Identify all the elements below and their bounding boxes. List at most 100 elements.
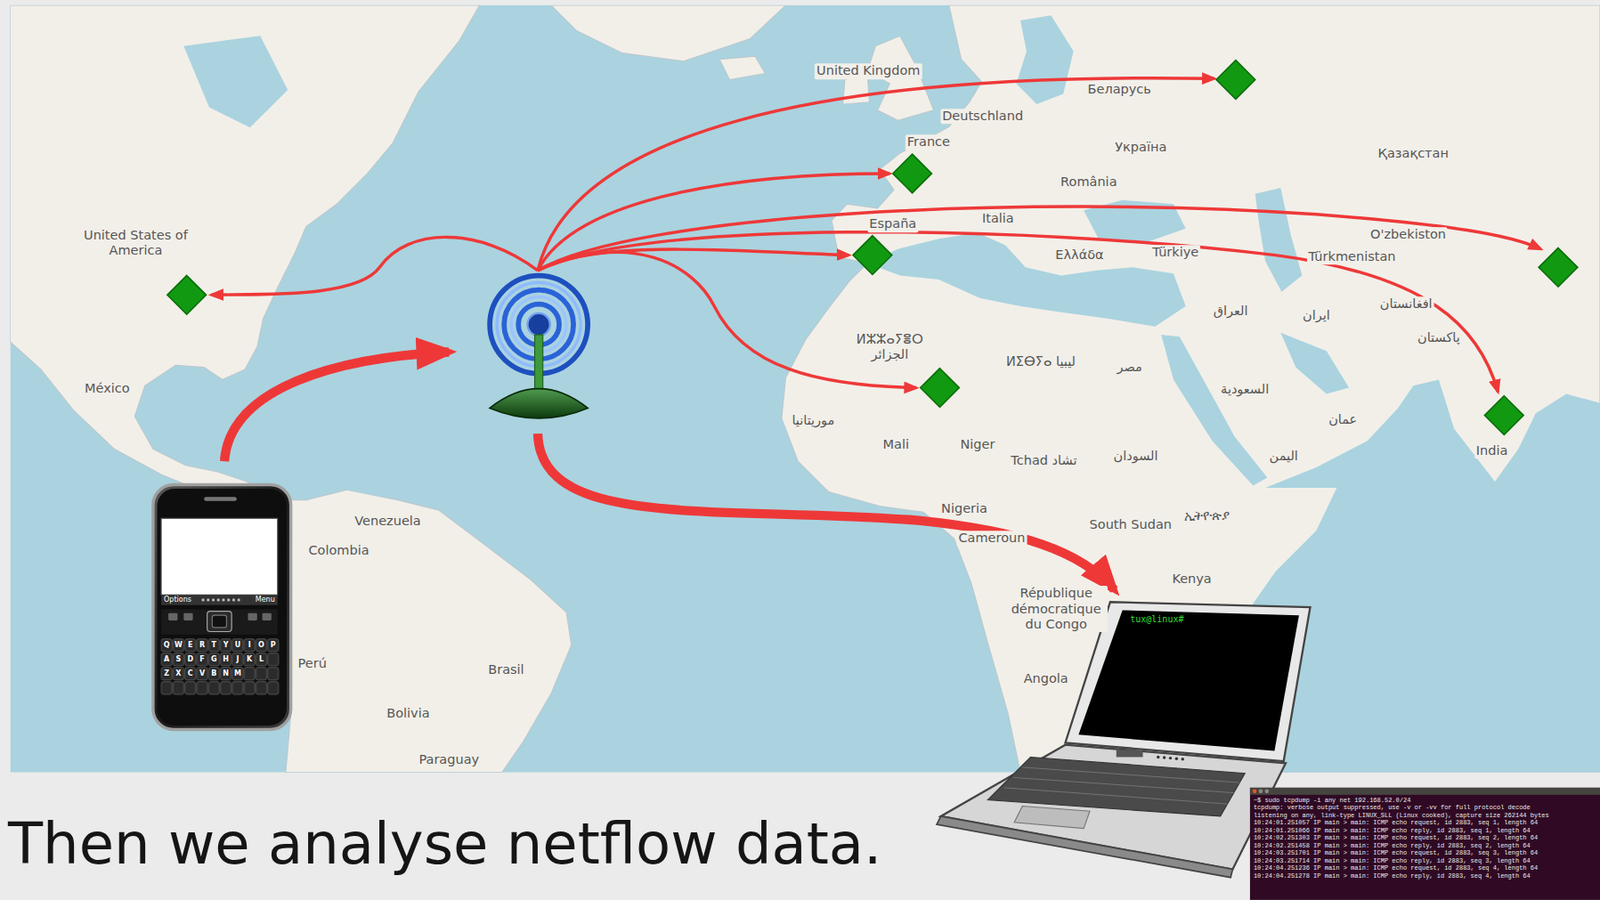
endpoint-diamond — [1484, 396, 1524, 436]
endpoint-diamond — [1216, 60, 1256, 100]
key-label: D — [186, 656, 194, 664]
terminal-background — [1250, 787, 1600, 900]
country-label: République démocratique du Congo — [1004, 585, 1108, 633]
terminal-line: 10:24:03.251701 IP main > main: ICMP ech… — [1253, 849, 1600, 858]
key-line — [1004, 787, 1228, 805]
phone-nav-key — [168, 613, 178, 621]
endpoint-diamond — [852, 235, 893, 276]
country-label: افغانستان — [1378, 296, 1435, 312]
country-label: România — [1058, 174, 1119, 190]
terminal-line: 10:24:02.251303 IP main > main: ICMP ech… — [1253, 834, 1600, 843]
antenna-icon — [489, 276, 588, 419]
key-label: E — [187, 641, 193, 650]
key-label: G — [211, 656, 218, 664]
caption: Then we analyse netflow data. — [8, 815, 882, 873]
country-label: Bolivia — [384, 706, 431, 723]
endpoint-diamond — [893, 154, 933, 194]
country-label: اليمن — [1267, 449, 1300, 465]
shell-prompt: tux@linux# — [1129, 614, 1266, 626]
key-label: Z — [163, 670, 170, 678]
key-label: I — [248, 641, 252, 650]
key-label: K — [246, 656, 252, 664]
key-label: U — [235, 641, 242, 650]
key-label: F — [199, 656, 204, 664]
country-label: Deutschland — [940, 108, 1025, 124]
phone-nav-key — [247, 613, 257, 621]
country-label: Беларусь — [1086, 81, 1154, 98]
phone-nav-row — [161, 609, 278, 635]
phone-keyboard — [161, 638, 280, 696]
country-label: India — [1474, 443, 1511, 459]
softkey-label: Options — [163, 596, 192, 604]
country-label: Nigeria — [939, 501, 990, 517]
key-label: R — [199, 641, 205, 650]
key-label: V — [199, 670, 205, 678]
laptop-key-lines — [1004, 767, 1241, 805]
route-arrows — [211, 78, 1541, 392]
country-label: Ελλάδα — [1053, 247, 1105, 263]
caspian-sea — [1255, 187, 1303, 293]
country-label: السعودية — [1218, 381, 1271, 398]
phone-nav-key — [262, 613, 272, 621]
dot — [217, 598, 220, 602]
country-label: Perú — [296, 656, 329, 672]
key-label: T — [211, 641, 217, 650]
terminal-line: 10:24:04.251236 IP main > main: ICMP ech… — [1253, 864, 1600, 873]
key-label: L — [259, 656, 264, 664]
terminal-line: 10:24:02.251458 IP main > main: ICMP ech… — [1253, 842, 1600, 851]
country-label: Angola — [1022, 672, 1071, 688]
route-arrow — [211, 236, 538, 295]
terminal-line: tcpdump: verbose output suppressed, use … — [1253, 804, 1600, 813]
key-label: Q — [163, 641, 171, 650]
phone: Options Menu — [153, 484, 292, 730]
country-label: پاکستان — [1415, 331, 1462, 347]
country-label: Brasil — [486, 662, 526, 678]
country-label: ⵍⵉⴱⵢⴰ ليبيا — [1004, 354, 1078, 370]
mediterranean-sea — [867, 232, 1186, 326]
antenna-core — [527, 313, 551, 336]
dot — [227, 598, 230, 602]
phone-body — [153, 484, 292, 730]
phone-nav-key — [183, 613, 193, 621]
country-label: Қазақстан — [1376, 146, 1451, 162]
ocean — [9, 5, 1600, 773]
country-label: ایران — [1300, 308, 1332, 325]
country-label: Türkiye — [1150, 245, 1201, 261]
led — [1169, 756, 1172, 760]
country-label: Україна — [1112, 139, 1169, 155]
key-label: N — [222, 670, 229, 678]
country-label: ⵍⵣⵣⴰⵢⴻⵔ الجزائر — [852, 331, 927, 363]
dot — [211, 598, 215, 602]
country-label: South Sudan — [1088, 518, 1174, 534]
country-label: ኢትዮጵያ — [1182, 508, 1232, 524]
key-label: P — [270, 641, 277, 650]
country-label: العراق — [1211, 303, 1251, 319]
persian-gulf — [1280, 332, 1349, 395]
softkey-label: Menu — [255, 596, 276, 604]
laptop-leds — [1156, 755, 1185, 762]
phone-face — [156, 488, 287, 726]
map — [9, 5, 1600, 773]
key-label: X — [175, 670, 181, 678]
window-button — [1252, 789, 1258, 795]
key-label: B — [211, 670, 217, 678]
terminal-line: 10:24:04.251278 IP main > main: ICMP ech… — [1253, 872, 1600, 881]
baltic-sea — [1015, 15, 1073, 105]
dot — [221, 598, 225, 602]
antenna-to-laptop-arrow — [537, 433, 1115, 590]
endpoint-diamonds — [167, 60, 1578, 436]
country-label: Paraguay — [416, 752, 481, 768]
country-label: Tchad تشاد — [1008, 453, 1079, 469]
key-label: W — [174, 641, 183, 650]
key-label: O — [258, 641, 265, 650]
country-label: O'zbekiston — [1368, 227, 1448, 243]
country-label: Cameroun — [956, 530, 1027, 546]
phone-illustration — [153, 484, 292, 730]
key-label: S — [176, 656, 182, 664]
country-label: موريتانيا — [789, 414, 837, 430]
flow-arrows — [224, 351, 1114, 590]
country-label: France — [905, 135, 952, 151]
led — [1175, 756, 1178, 760]
